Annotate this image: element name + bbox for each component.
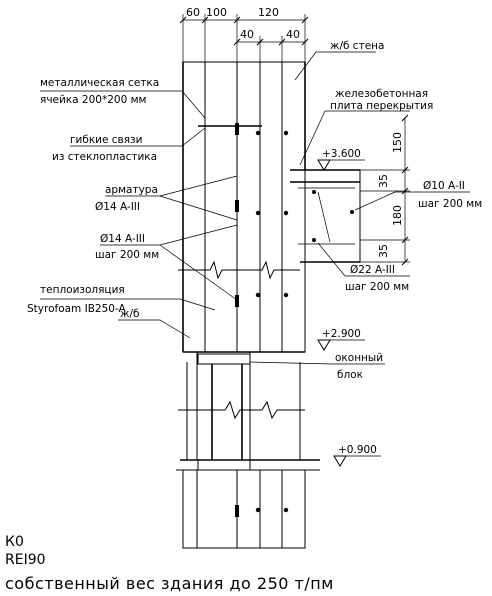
- level-0900: +0.900: [338, 444, 377, 456]
- leaders: [40, 51, 470, 365]
- dim-40-left: 40: [240, 28, 254, 41]
- label-window-line1: оконный: [335, 352, 383, 364]
- label-rebar-line2: Ø14 A-III: [95, 201, 140, 213]
- label-slab-rebar-line2: шаг 200 мм: [418, 198, 482, 210]
- dim-35-top: 35: [377, 174, 390, 188]
- wall-upper: [178, 61, 306, 353]
- label-ties-line2: из стеклопластика: [52, 151, 157, 163]
- dim-180: 180: [391, 205, 404, 226]
- note-footer: собственный вес здания до 250 т/пм: [5, 574, 334, 593]
- dim-100: 100: [206, 6, 227, 19]
- dim-150: 150: [391, 132, 404, 153]
- label-rc-wall: ж/б стена: [330, 40, 384, 52]
- label-window-line2: блок: [337, 369, 363, 381]
- note-k0: К0: [5, 534, 24, 550]
- dim-60: 60: [186, 6, 200, 19]
- label-insulation-line1: теплоизоляция: [40, 284, 125, 296]
- label-bottom-rebar-line2: шаг 200 мм: [345, 281, 409, 293]
- label-slab-line1: железобетонная: [335, 88, 428, 100]
- wall-lower: +2.900 +0.900: [176, 262, 381, 549]
- label-insulation-line2: Styrofoam IB250-A: [27, 303, 127, 315]
- label-mesh-line1: металлическая сетка: [40, 77, 159, 89]
- label-rebar-line1: арматура: [105, 184, 158, 196]
- dim-35-bottom: 35: [377, 244, 390, 258]
- label-rc-low: ж/б: [120, 308, 139, 320]
- floor-slab: 150 35 180 35 +3.600: [290, 114, 410, 266]
- dim-40-right: 40: [286, 28, 300, 41]
- label-ties-line1: гибкие связи: [70, 134, 142, 146]
- note-rei90: REI90: [5, 552, 46, 568]
- dim-120: 120: [258, 6, 279, 19]
- label-rebar-line4: шаг 200 мм: [95, 249, 159, 261]
- level-2900: +2.900: [322, 328, 361, 340]
- label-slab-rebar-line1: Ø10 A-II: [423, 180, 465, 192]
- label-rebar-line3: Ø14 A-III: [100, 233, 145, 245]
- label-bottom-rebar-line1: Ø22 A-III: [350, 264, 395, 276]
- label-mesh-line2: ячейка 200*200 мм: [40, 94, 146, 106]
- label-slab-line2: плита перекрытия: [330, 100, 433, 112]
- level-3600: +3.600: [322, 148, 361, 160]
- top-dimensions: 60 100 120 40 40: [179, 6, 309, 62]
